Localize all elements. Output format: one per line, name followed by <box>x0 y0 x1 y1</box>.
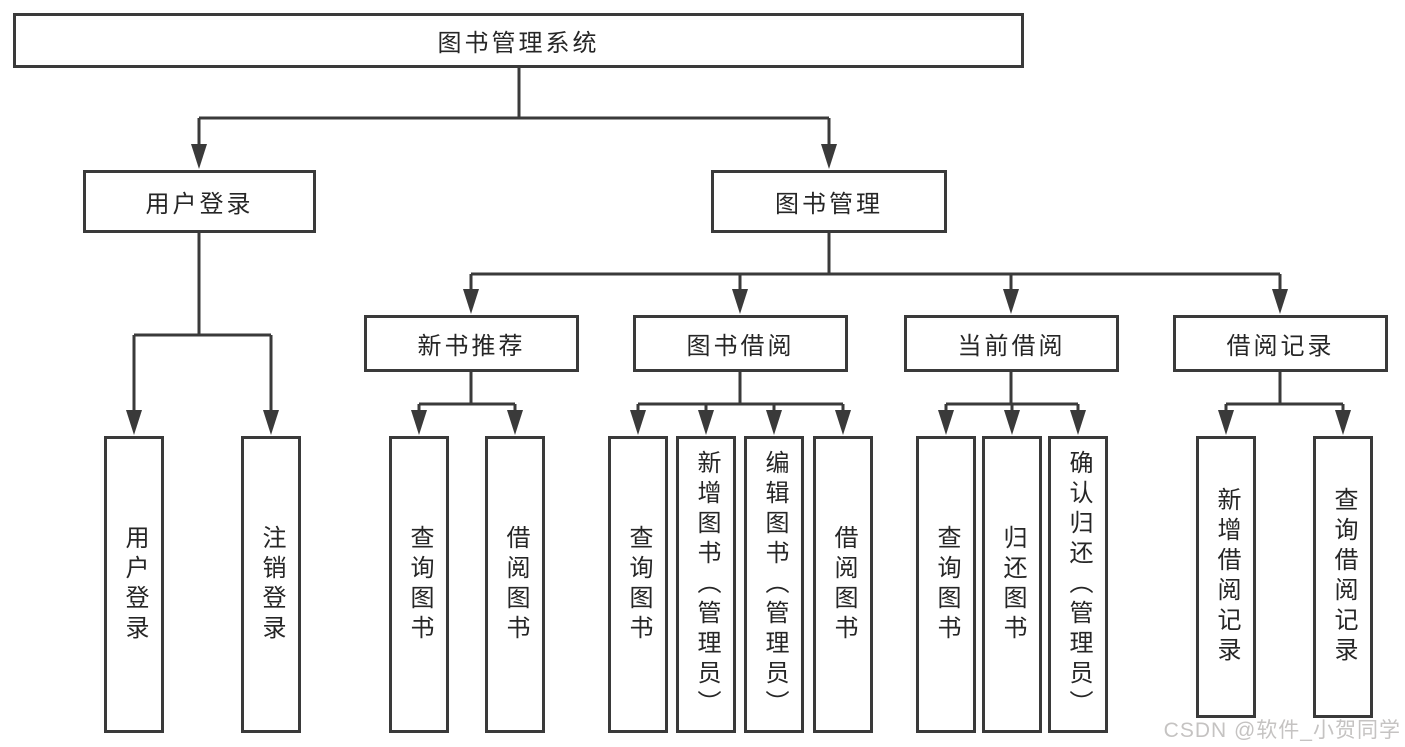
leaf-borrow-query: 查询图书 <box>608 436 668 733</box>
csdn-watermark: CSDN @软件_小贺同学 <box>1163 719 1401 742</box>
leaf-user-login: 用户登录 <box>104 436 164 733</box>
leaf-logout-label: 注销登录 <box>258 524 285 645</box>
connector-newbook-leaves <box>417 372 517 412</box>
leaf-borrow-book: 借阅图书 <box>813 436 873 733</box>
leaf-current-return-label: 归还图书 <box>999 524 1026 645</box>
node-borrow-records: 借阅记录 <box>1173 315 1388 372</box>
arrow-down-icon <box>411 410 427 435</box>
node-user-login: 用户登录 <box>83 170 316 233</box>
leaf-newbook-query: 查询图书 <box>389 436 449 733</box>
arrow-down-icon <box>1272 289 1288 314</box>
connector-bookmgmt-to-level3 <box>469 233 1282 291</box>
leaf-borrow-add-admin: 新增图书（管理员） <box>676 436 736 733</box>
arrow-down-icon <box>463 289 479 314</box>
node-book-management: 图书管理 <box>711 170 947 233</box>
arrow-down-icon <box>1070 410 1086 435</box>
arrowheads <box>126 144 1351 435</box>
connector-root-to-level2 <box>197 68 831 146</box>
leaf-borrow-edit-admin-label: 编辑图书（管理员） <box>761 449 788 720</box>
node-book-borrow: 图书借阅 <box>633 315 848 372</box>
node-borrow-records-label: 借阅记录 <box>1226 333 1335 360</box>
leaf-borrow-book-label: 借阅图书 <box>830 524 857 645</box>
leaf-current-query: 查询图书 <box>916 436 976 733</box>
leaf-record-add: 新增借阅记录 <box>1196 436 1256 718</box>
leaf-logout: 注销登录 <box>241 436 301 733</box>
leaf-record-query-label: 查询借阅记录 <box>1330 487 1357 667</box>
node-book-management-label: 图书管理 <box>775 191 883 218</box>
leaf-newbook-borrow-label: 借阅图书 <box>502 524 529 645</box>
node-user-login-label: 用户登录 <box>145 191 254 218</box>
node-current-borrow: 当前借阅 <box>904 315 1119 372</box>
leaf-borrow-query-label: 查询图书 <box>625 524 652 645</box>
node-root: 图书管理系统 <box>13 13 1024 68</box>
arrow-down-icon <box>698 410 714 435</box>
leaf-current-return: 归还图书 <box>982 436 1042 733</box>
node-current-borrow-label: 当前借阅 <box>957 333 1066 360</box>
node-new-book-recommend-label: 新书推荐 <box>417 333 526 360</box>
arrow-down-icon <box>263 410 279 435</box>
arrow-down-icon <box>821 144 837 169</box>
leaf-record-add-label: 新增借阅记录 <box>1213 487 1240 667</box>
arrow-down-icon <box>1004 410 1020 435</box>
connector-records-leaves <box>1224 372 1345 412</box>
leaf-current-confirm-admin-label: 确认归还（管理员） <box>1065 449 1092 720</box>
arrow-down-icon <box>191 144 207 169</box>
leaf-borrow-add-admin-label: 新增图书（管理员） <box>693 449 720 720</box>
arrow-down-icon <box>732 289 748 314</box>
arrow-down-icon <box>126 410 142 435</box>
leaf-current-query-label: 查询图书 <box>933 524 960 645</box>
node-root-label: 图书管理系统 <box>437 30 600 57</box>
arrow-down-icon <box>1218 410 1234 435</box>
arrow-down-icon <box>1003 289 1019 314</box>
node-new-book-recommend: 新书推荐 <box>364 315 579 372</box>
connector-current-leaves <box>944 372 1080 412</box>
arrow-down-icon <box>938 410 954 435</box>
connector-userlogin-leaves <box>132 233 273 412</box>
arrow-down-icon <box>507 410 523 435</box>
leaf-newbook-borrow: 借阅图书 <box>485 436 545 733</box>
connector-borrow-leaves <box>636 372 845 412</box>
leaf-current-confirm-admin: 确认归还（管理员） <box>1048 436 1108 733</box>
node-book-borrow-label: 图书借阅 <box>686 333 795 360</box>
leaf-user-login-label: 用户登录 <box>121 524 148 645</box>
arrow-down-icon <box>1335 410 1351 435</box>
arrow-down-icon <box>835 410 851 435</box>
leaf-record-query: 查询借阅记录 <box>1313 436 1373 718</box>
leaf-newbook-query-label: 查询图书 <box>406 524 433 645</box>
leaf-borrow-edit-admin: 编辑图书（管理员） <box>744 436 804 733</box>
arrow-down-icon <box>766 410 782 435</box>
arrow-down-icon <box>630 410 646 435</box>
